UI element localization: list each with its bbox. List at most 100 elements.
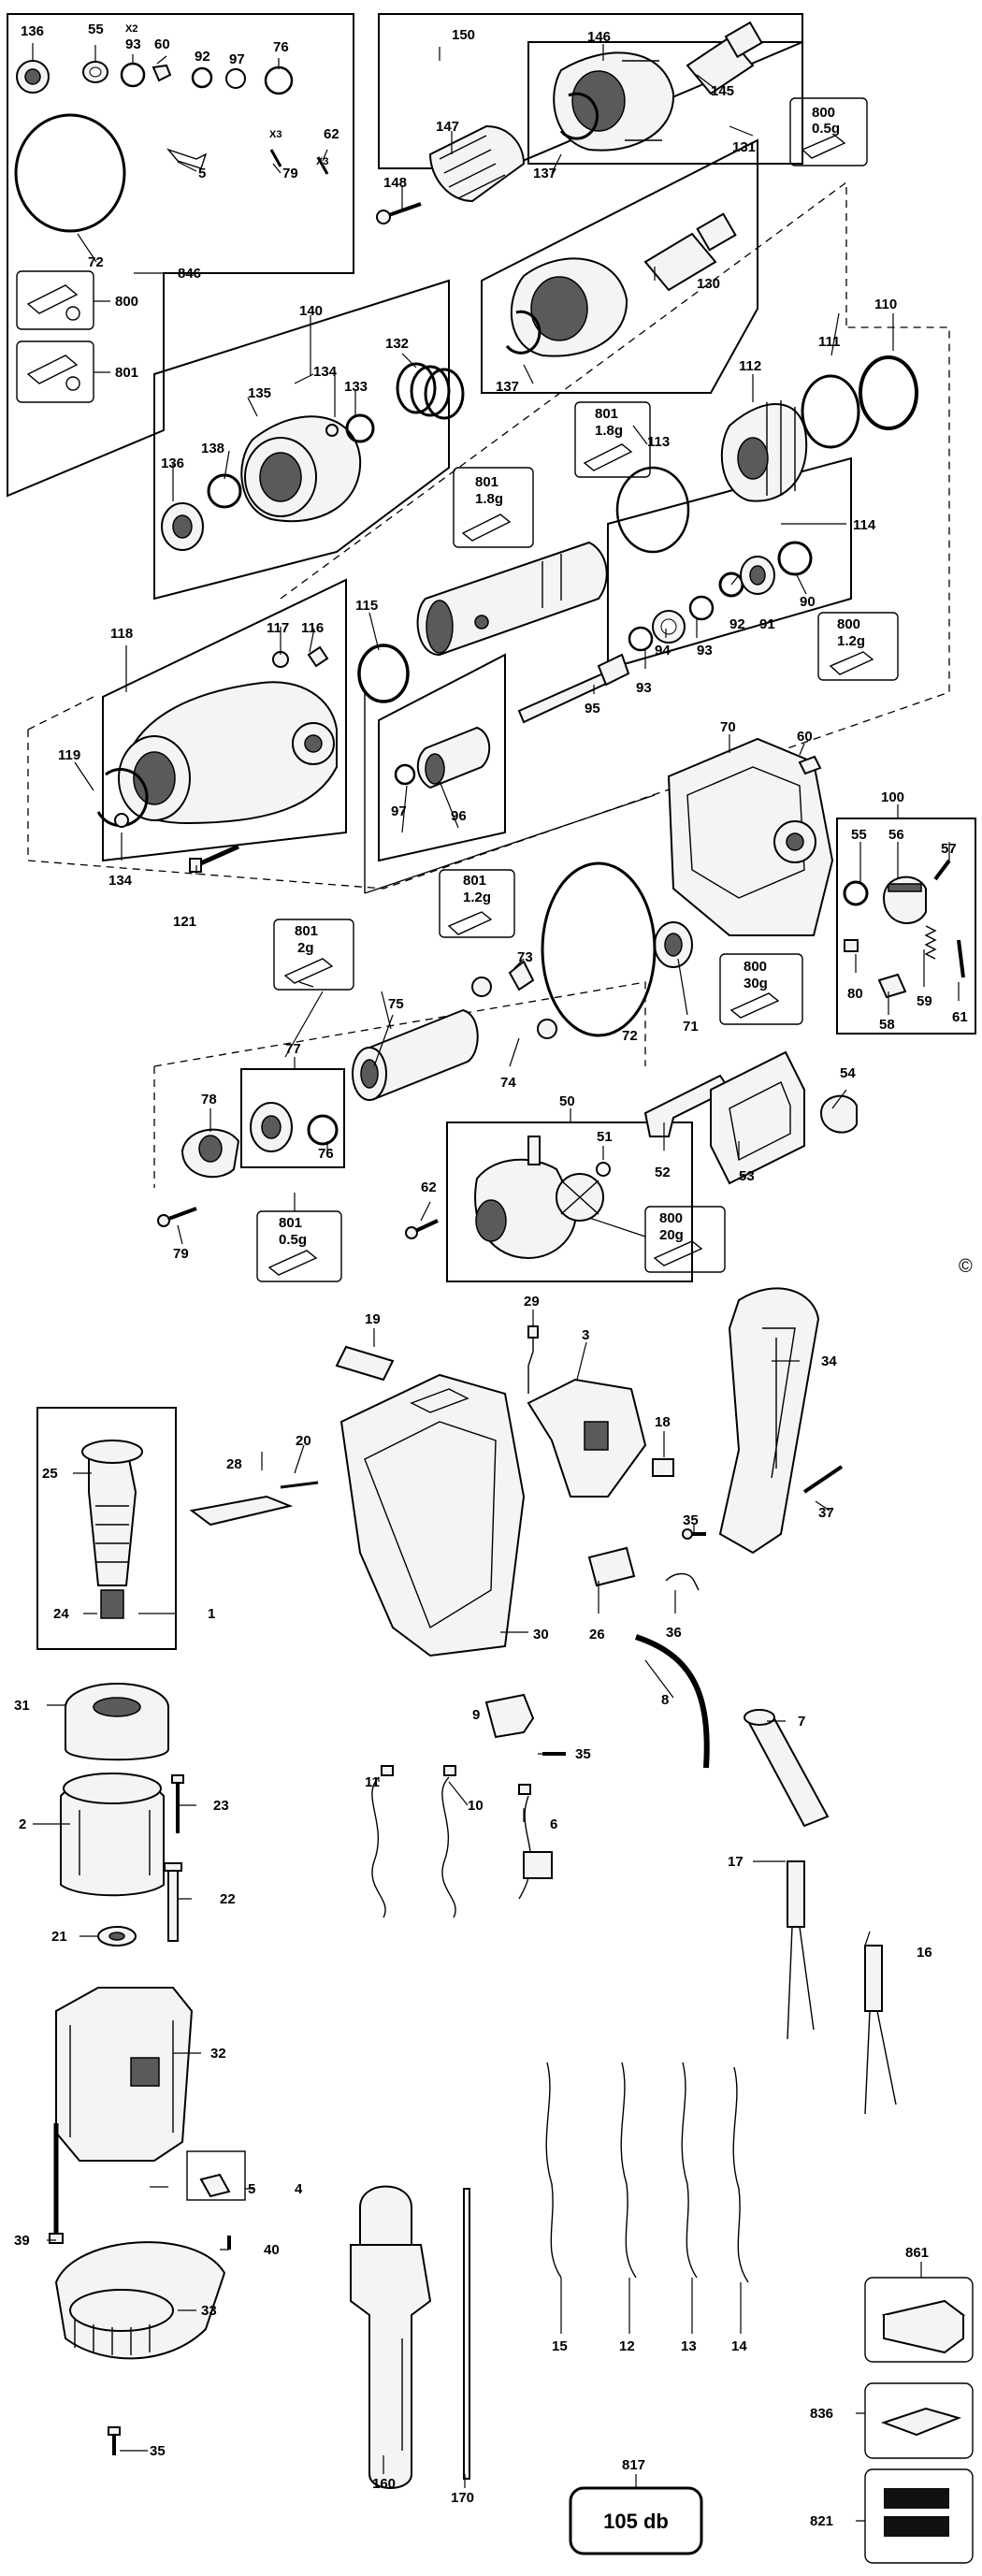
label-77: 77 xyxy=(285,1041,301,1057)
part-7-side-grip xyxy=(744,1709,830,1828)
label-800-b: 800 xyxy=(812,105,835,121)
dashed-outline-lower xyxy=(27,326,950,890)
part-23-screw xyxy=(171,1774,184,1833)
label-800-c-qty: 1.2g xyxy=(837,633,865,649)
label-53: 53 xyxy=(739,1168,755,1184)
part-15-wire xyxy=(545,2062,562,2279)
part-80-plug xyxy=(844,939,859,952)
label-801-f-qty: 0.5g xyxy=(279,1232,307,1248)
copyright-mark: © xyxy=(959,1256,973,1277)
part-62-screw-b xyxy=(405,1219,439,1239)
center-tube-parts xyxy=(416,355,918,724)
label-5: 5 xyxy=(198,166,206,181)
noise-label-text: 105 db xyxy=(603,2510,669,2533)
part-821-label xyxy=(864,2468,974,2564)
label-160: 160 xyxy=(372,2476,396,2492)
part-111-oring xyxy=(801,374,860,449)
part-92-ring xyxy=(191,66,213,89)
group-114-outline xyxy=(607,456,852,671)
label-36: 36 xyxy=(666,1625,682,1641)
part-37-screw xyxy=(802,1465,844,1494)
part-97-ring-b xyxy=(394,763,416,786)
part-8-cable xyxy=(635,1634,710,1769)
label-9: 9 xyxy=(472,1707,480,1723)
label-170: 170 xyxy=(451,2490,474,2506)
label-57: 57 xyxy=(941,841,957,857)
label-800-e-qty: 20g xyxy=(659,1227,684,1243)
group-77-outline xyxy=(240,1068,345,1168)
label-52: 52 xyxy=(655,1165,671,1180)
grease-box-801-2g xyxy=(273,919,354,991)
label-72: 72 xyxy=(88,254,104,270)
label-146: 146 xyxy=(587,29,611,45)
part-74-washers xyxy=(471,977,557,1039)
part-115-ring xyxy=(357,644,410,703)
label-115: 115 xyxy=(355,598,378,614)
label-130: 130 xyxy=(697,276,720,292)
label-800-d: 800 xyxy=(744,959,767,975)
label-50: 50 xyxy=(559,1093,575,1109)
part-30-main-housing xyxy=(339,1373,526,1657)
part-22-tube xyxy=(164,1862,182,1942)
label-131: 131 xyxy=(732,139,756,155)
part-17-sleeve xyxy=(787,1860,815,2040)
part-61-pin xyxy=(957,939,965,978)
part-18-brush xyxy=(652,1458,674,1477)
part-72-oring-b xyxy=(541,861,657,1037)
part-113-ring xyxy=(615,466,690,554)
label-30: 30 xyxy=(533,1627,549,1643)
label-80: 80 xyxy=(847,986,863,1002)
label-817: 817 xyxy=(622,2457,645,2473)
part-70-housing xyxy=(667,737,834,936)
grease-box-801-18g-b xyxy=(574,401,651,478)
part-160-side-handle xyxy=(350,2185,432,2489)
part-6-brush-holder xyxy=(518,1784,553,1900)
label-22: 22 xyxy=(220,1891,236,1907)
label-71: 71 xyxy=(683,1019,699,1035)
part-77-bearing xyxy=(250,1102,293,1152)
label-97: 97 xyxy=(229,51,245,67)
label-97-b: 97 xyxy=(391,803,407,819)
label-8: 8 xyxy=(661,1692,669,1708)
label-29: 29 xyxy=(524,1294,540,1310)
grease-box-800-05g xyxy=(789,97,868,166)
part-58-slider xyxy=(877,973,907,999)
part-10-wire xyxy=(441,1765,456,1918)
label-801-c: 801 xyxy=(595,406,618,422)
label-x3-b: X3 xyxy=(316,156,328,167)
part-93-ring xyxy=(120,62,146,88)
label-836: 836 xyxy=(810,2406,833,2422)
part-116-clip xyxy=(307,645,329,668)
label-93-c: 93 xyxy=(697,643,713,658)
label-31: 31 xyxy=(14,1698,30,1714)
group-100-outline xyxy=(836,818,976,1035)
label-23: 23 xyxy=(213,1798,229,1814)
part-93-ring-b xyxy=(628,626,654,652)
label-138: 138 xyxy=(201,441,224,456)
label-135: 135 xyxy=(248,385,271,401)
part-52-lever xyxy=(643,1074,731,1137)
group-96-brace xyxy=(364,692,656,894)
label-147: 147 xyxy=(436,119,459,135)
label-51: 51 xyxy=(597,1129,613,1145)
label-37: 37 xyxy=(818,1505,834,1521)
label-6: 6 xyxy=(550,1816,557,1832)
label-801: 801 xyxy=(115,365,138,381)
part-60-plug-b xyxy=(798,755,822,775)
part-133-ring xyxy=(345,413,375,443)
label-39: 39 xyxy=(14,2233,30,2249)
label-121: 121 xyxy=(173,914,196,930)
label-92: 92 xyxy=(195,49,210,65)
label-15: 15 xyxy=(552,2338,568,2354)
group-118-outline xyxy=(102,578,347,862)
label-117: 117 xyxy=(267,620,289,636)
grease-box-800-12g xyxy=(817,612,899,681)
label-801-d-qty: 1.2g xyxy=(463,890,491,905)
part-71-bearing xyxy=(654,921,693,968)
part-33-rear-cover xyxy=(54,2241,226,2360)
label-861: 861 xyxy=(905,2245,929,2261)
part-148-screw xyxy=(376,202,422,224)
group-50-outline xyxy=(446,1122,693,1282)
part-16-sleeve xyxy=(864,1945,897,2115)
